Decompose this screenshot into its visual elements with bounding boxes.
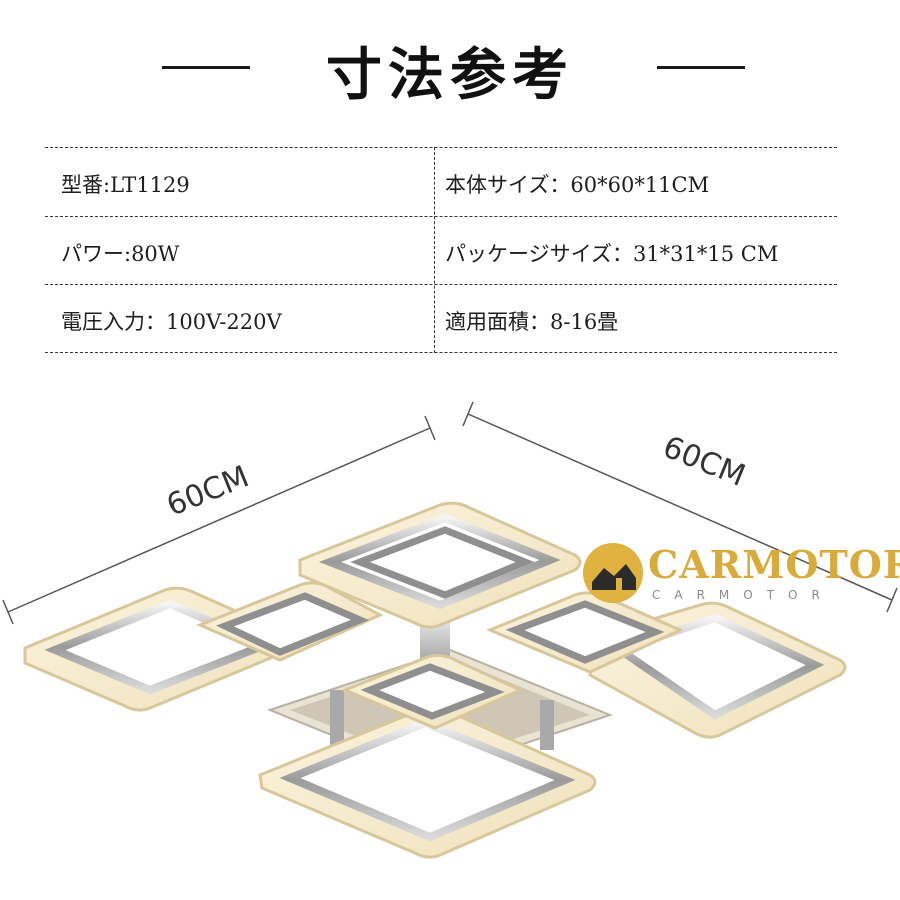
spec-voltage: 電圧入力：100V-220V xyxy=(61,310,282,334)
lamp-ring-front-outer xyxy=(258,706,597,859)
dimension-line-right xyxy=(462,401,898,613)
title-bar: 寸法参考 xyxy=(0,22,900,108)
spec-body-size: 本体サイズ：60*60*11CM xyxy=(445,173,710,197)
spec-model: 型番:LT1129 xyxy=(61,173,190,197)
lamp-ring-top-inner xyxy=(350,526,535,599)
lamp-ring-left-inner xyxy=(196,581,384,662)
title-divider-left xyxy=(162,66,250,69)
table-column-divider xyxy=(434,147,435,353)
brand-logo xyxy=(583,543,643,603)
product-illustration: 60CM 60CM xyxy=(2,401,898,859)
table-divider xyxy=(45,352,837,353)
title-divider-right xyxy=(657,66,745,69)
dimension-line-left xyxy=(2,415,436,625)
table-divider xyxy=(45,216,837,217)
brand-watermark: CARMOTOR CARMOTOR xyxy=(580,540,900,610)
spec-table: 型番:LT1129 本体サイズ：60*60*11CM パワー:80W パッケージ… xyxy=(45,147,837,353)
dimension-label-left: 60CM xyxy=(162,459,254,523)
spec-package-size: パッケージサイズ：31*31*15 CM xyxy=(445,242,779,266)
page-title: 寸法参考 xyxy=(326,42,574,108)
lamp-ring-right-inner xyxy=(486,591,684,674)
lamp-ring-front-inner xyxy=(341,653,524,730)
brand-name: CARMOTOR xyxy=(648,542,900,587)
spec-power: パワー:80W xyxy=(61,242,180,266)
spec-area: 適用面積：8-16畳 xyxy=(445,310,619,334)
table-divider xyxy=(45,147,837,148)
table-divider xyxy=(45,284,837,285)
dimension-label-right: 60CM xyxy=(658,430,750,494)
brand-subtitle: CARMOTOR xyxy=(652,588,834,602)
